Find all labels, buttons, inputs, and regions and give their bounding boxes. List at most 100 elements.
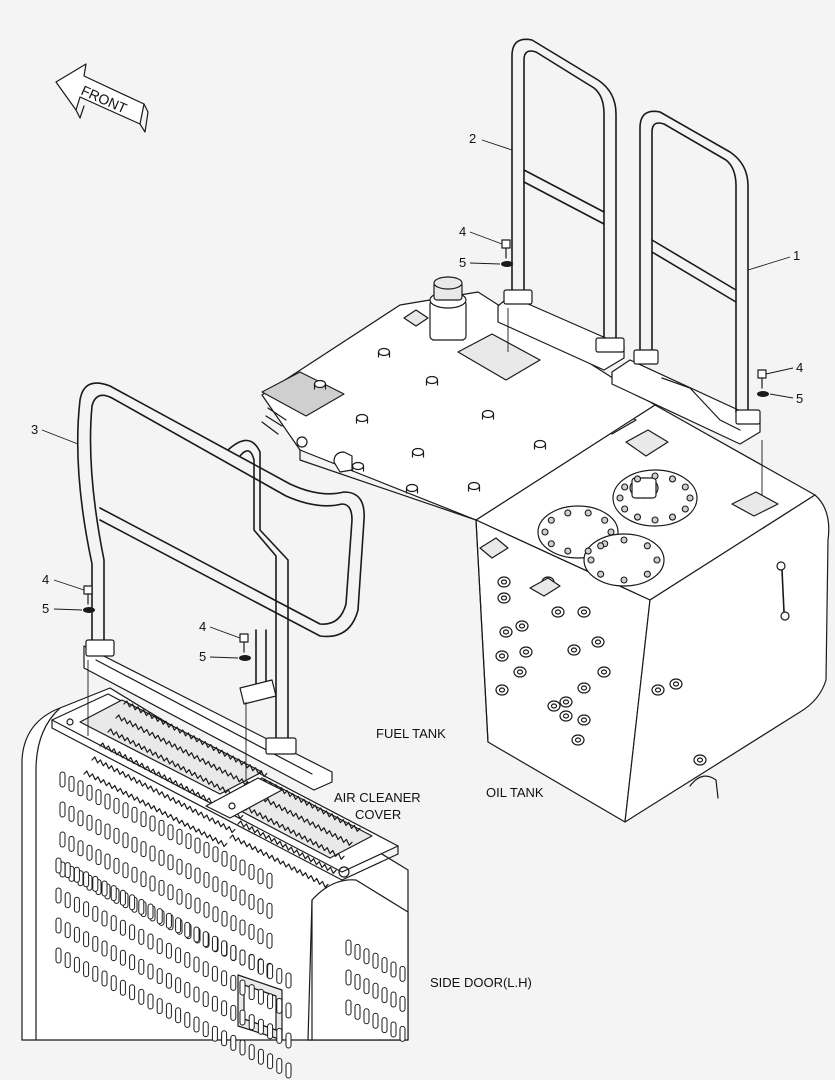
louver-slot xyxy=(92,965,99,982)
louver-slot xyxy=(156,998,163,1015)
louver-slot xyxy=(176,888,183,905)
washer-icon xyxy=(83,607,95,613)
cap-bolt xyxy=(620,576,628,584)
tank-fitting-bore xyxy=(522,649,530,655)
handrail-1 xyxy=(611,110,763,496)
tank-fitting xyxy=(591,636,605,648)
louver-slot xyxy=(77,810,84,827)
louver-slot xyxy=(248,1014,255,1031)
louver-slot xyxy=(285,1002,292,1019)
cap-bolt xyxy=(616,494,624,502)
louver-slot xyxy=(95,849,102,866)
side-door xyxy=(21,687,409,1079)
louver-slot xyxy=(138,898,145,915)
louver-slot xyxy=(119,949,126,966)
tank-fitting xyxy=(499,626,513,638)
louver-slot xyxy=(221,1030,228,1047)
tank-fitting xyxy=(567,644,581,656)
louver-slot xyxy=(95,819,102,836)
bolt-icon xyxy=(239,633,249,643)
louver-slot xyxy=(276,1057,283,1074)
tread-row xyxy=(115,714,260,792)
louver-slot xyxy=(202,1021,209,1038)
tank-fitting xyxy=(513,666,527,678)
louver-slot xyxy=(221,880,228,897)
tank-fitting-bore xyxy=(518,623,526,629)
cap-bolt xyxy=(643,570,651,578)
louver-slot xyxy=(202,991,209,1008)
cap-bolt xyxy=(547,540,555,548)
tread-row xyxy=(91,756,236,834)
bolt-washer-front-left xyxy=(83,585,95,613)
louver-slot xyxy=(167,884,174,901)
louver-slot xyxy=(390,961,397,978)
louver-slot xyxy=(55,917,62,934)
louver-slot xyxy=(248,1044,255,1061)
louver-slot xyxy=(113,827,120,844)
louver-slot xyxy=(129,984,136,1001)
louver-slot xyxy=(381,957,388,974)
tank-boss xyxy=(377,347,391,357)
louver-slot xyxy=(149,845,156,862)
cap-bolt xyxy=(668,513,677,521)
louver-slot xyxy=(399,1025,406,1042)
louver-slot xyxy=(147,933,154,950)
cap-bolt xyxy=(564,509,572,517)
tank-fitting xyxy=(669,678,683,690)
callout-4-right: 4 xyxy=(796,360,803,375)
cap-bolt xyxy=(621,505,629,513)
louver-slot xyxy=(158,879,165,896)
louver-slot xyxy=(230,885,237,902)
louver-slot xyxy=(129,924,136,941)
tank-fitting xyxy=(597,666,611,678)
callout-5-front-left: 5 xyxy=(42,601,49,616)
louver-slot xyxy=(267,1023,274,1040)
louver-slot xyxy=(156,968,163,985)
louver-slot xyxy=(257,928,264,945)
cap-bolt xyxy=(653,556,661,564)
louver-slot xyxy=(122,862,129,879)
tank-boss xyxy=(481,409,495,419)
tank-bracket xyxy=(479,537,509,559)
cap-bolt xyxy=(643,542,651,550)
louver-slot xyxy=(59,831,66,848)
tank-fitting xyxy=(577,682,591,694)
louver-slot xyxy=(230,855,237,872)
tank-boss xyxy=(411,447,425,457)
bolt-icon xyxy=(83,585,93,595)
tank-fitting xyxy=(495,650,509,662)
fuel-sender-plate xyxy=(457,333,541,381)
tank-fitting-bore xyxy=(562,713,570,719)
louver-slot xyxy=(230,1004,237,1021)
tank-fitting xyxy=(547,700,561,712)
louver-slot xyxy=(104,853,111,870)
cap-bolt xyxy=(541,528,549,536)
louver-slot xyxy=(363,1008,370,1025)
tread-row xyxy=(229,834,329,888)
louver-slot xyxy=(239,889,246,906)
cap-bolt xyxy=(607,528,615,536)
louver-slot xyxy=(110,975,117,992)
air-cleaner-label-line1: AIR CLEANER xyxy=(334,790,421,805)
louver-slot xyxy=(211,995,218,1012)
louver-slot xyxy=(257,958,264,975)
louver-slot xyxy=(149,815,156,832)
cap-bolt xyxy=(584,547,592,555)
front-arrow: FRONT xyxy=(55,63,149,133)
cap-bolt xyxy=(668,475,677,483)
louver-slot xyxy=(276,997,283,1014)
callout-1: 1 xyxy=(793,248,800,263)
washer-icon xyxy=(239,655,251,661)
louver-slot xyxy=(131,866,138,883)
louver-slot xyxy=(92,905,99,922)
louver-slot xyxy=(122,832,129,849)
bolt-icon xyxy=(501,239,511,249)
louver-slot xyxy=(140,811,147,828)
louver-slot xyxy=(372,982,379,999)
louver-slot xyxy=(165,942,172,959)
tank-fitting-bore xyxy=(550,703,558,709)
louver-slot xyxy=(119,919,126,936)
tank-fitting xyxy=(651,684,665,696)
louver-slot xyxy=(64,892,71,909)
